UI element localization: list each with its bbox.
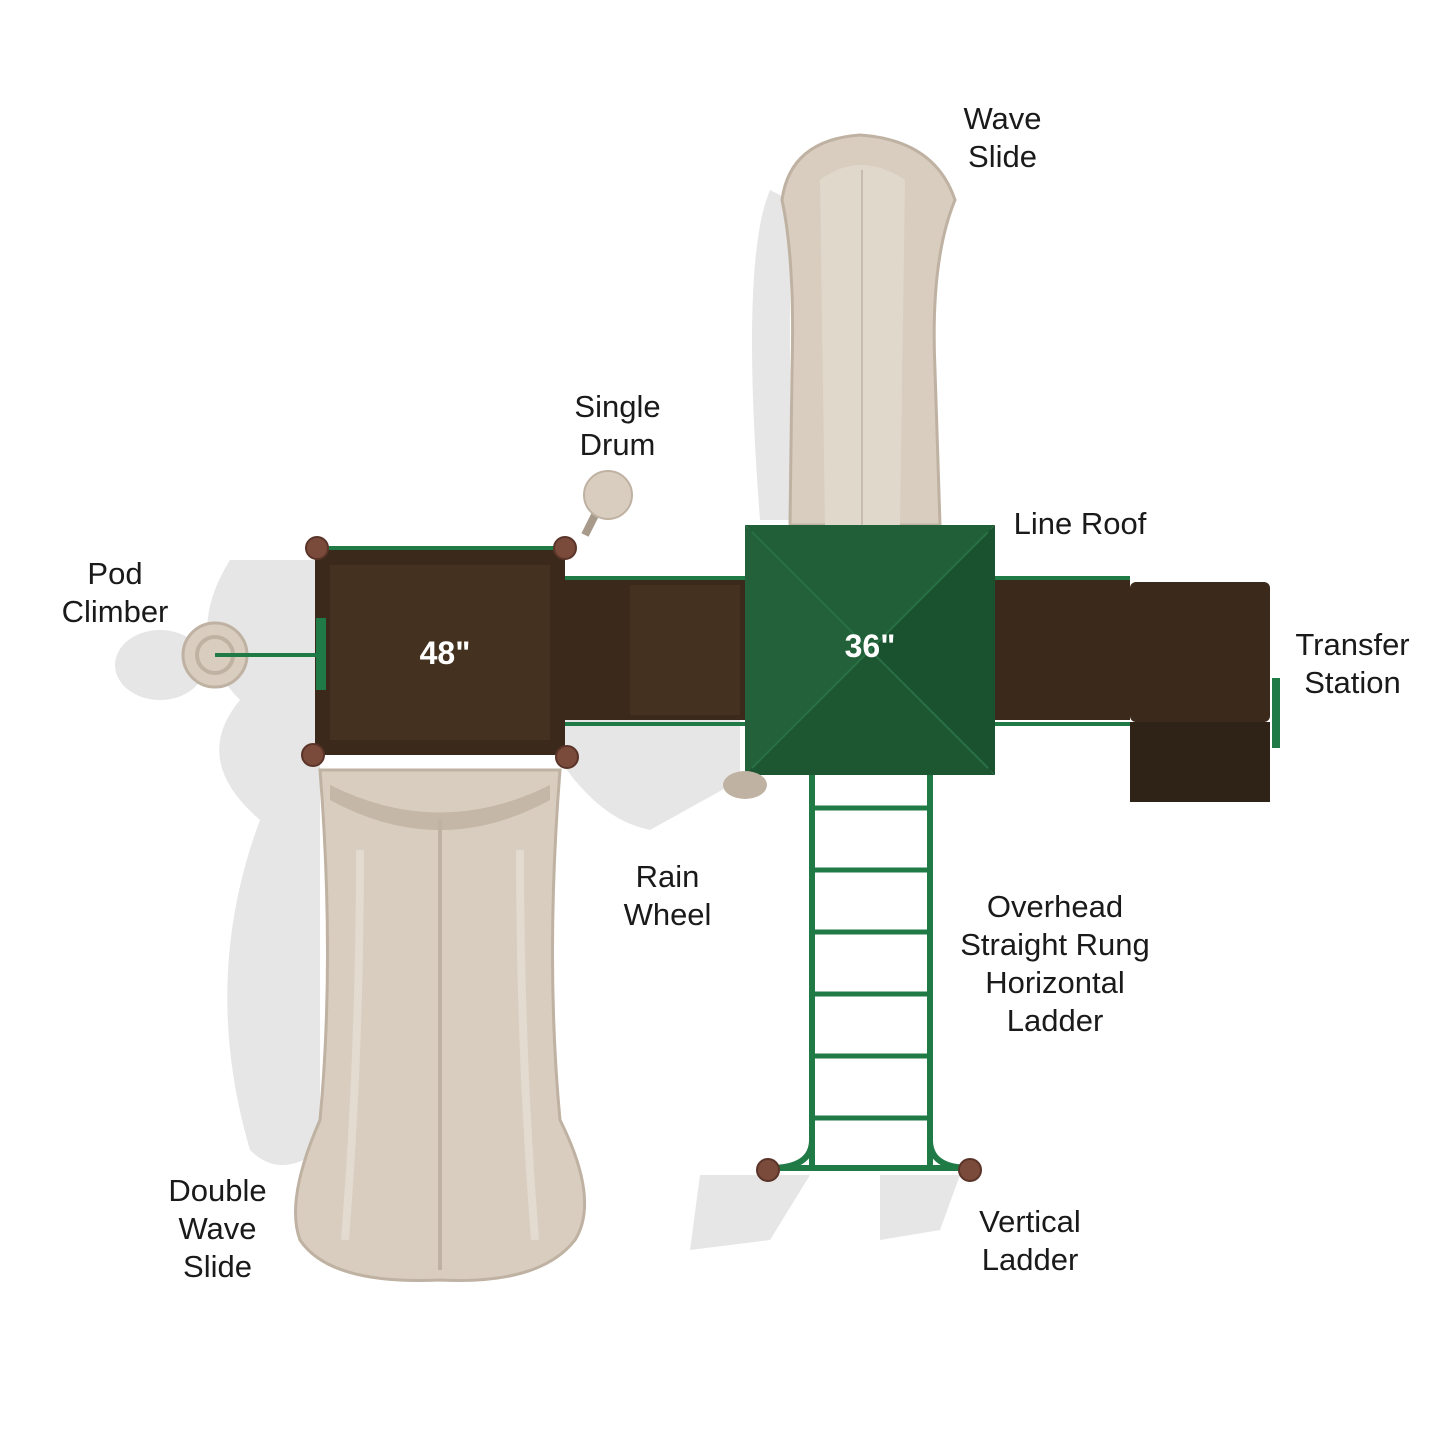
line-roof	[745, 525, 995, 775]
rain-wheel	[723, 771, 767, 799]
single-drum	[581, 470, 633, 537]
ground-shadows	[115, 190, 960, 1250]
deck-height-36: 36"	[844, 628, 896, 664]
posts	[301, 536, 982, 1182]
deck-height-48: 48"	[419, 635, 471, 671]
transfer-station-deck	[990, 576, 1280, 802]
left-deck	[315, 546, 565, 755]
pod-climber	[181, 618, 326, 690]
overhead-ladder	[769, 775, 971, 1171]
double-wave-slide	[294, 768, 587, 1282]
wave-slide	[780, 133, 957, 527]
label-line-roof: Line Roof	[1013, 506, 1147, 541]
bridge	[565, 576, 745, 726]
